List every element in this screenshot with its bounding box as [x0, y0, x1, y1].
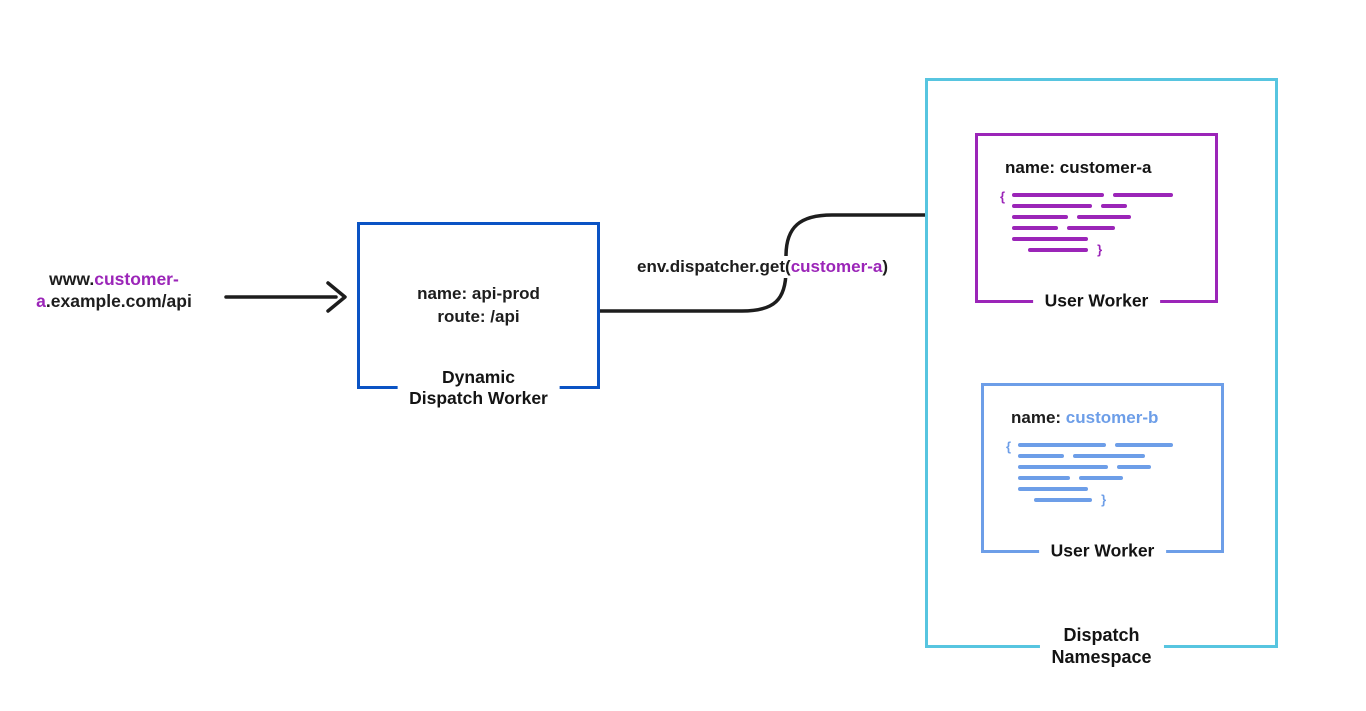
code-snippet: { }	[1000, 189, 1215, 257]
request-url-label: www.customer- a.example.com/api	[8, 268, 220, 312]
code-line-bar	[1077, 215, 1132, 219]
code-line: }	[1034, 492, 1173, 507]
code-line-bar	[1012, 204, 1093, 208]
code-line	[1012, 204, 1173, 208]
code-line	[1012, 237, 1173, 241]
dispatcher-call-label: env.dispatcher.get(customer-a)	[634, 256, 891, 278]
code-snippet: { }	[1006, 439, 1221, 507]
worker-name-prefix: name:	[1011, 408, 1066, 427]
code-line-bar	[1034, 498, 1093, 502]
code-line	[1018, 487, 1173, 491]
user-worker-customer-b: name: customer-b { } User Worker	[981, 383, 1224, 562]
code-line-bar	[1018, 476, 1071, 480]
worker-name-value: customer-b	[1065, 408, 1159, 427]
url-part-highlight: customer-	[94, 269, 179, 289]
code-line-bar	[1018, 465, 1109, 469]
code-line	[1018, 454, 1173, 458]
code-line-bar	[1067, 226, 1116, 230]
call-prefix: env.dispatcher.get(	[637, 257, 791, 276]
code-line-bar	[1012, 226, 1059, 230]
code-line	[1012, 226, 1173, 230]
code-line	[1012, 193, 1174, 197]
code-line-bar	[1117, 465, 1152, 469]
code-line-bar	[1028, 248, 1089, 252]
url-part: .example.com/api	[45, 291, 192, 311]
namespace-caption: Dispatch Namespace	[1039, 623, 1164, 668]
call-suffix: )	[882, 257, 888, 276]
call-arg: customer-a	[790, 257, 883, 276]
dispatch-worker-name: name: api-prod	[417, 284, 540, 303]
brace-close: }	[1097, 242, 1103, 257]
code-line-bar	[1012, 215, 1069, 219]
dynamic-dispatch-worker-node: name: api-prod route: /api Dynamic Dispa…	[357, 222, 600, 410]
code-line-bar	[1079, 476, 1124, 480]
code-lines: }	[1018, 441, 1174, 507]
brace-close: }	[1101, 492, 1107, 507]
worker-name-label: name: customer-b	[1011, 408, 1221, 428]
worker-caption: User Worker	[1032, 290, 1161, 312]
code-line-bar	[1115, 443, 1174, 447]
caption-line: Dynamic	[442, 367, 515, 388]
code-line	[1018, 443, 1174, 447]
dispatch-worker-route: route: /api	[437, 307, 520, 326]
worker-name-label: name: customer-a	[1005, 158, 1152, 177]
caption-line: Dispatch	[1063, 624, 1140, 645]
worker-caption: User Worker	[1038, 540, 1167, 562]
code-line	[1012, 215, 1173, 219]
brace-open: {	[1000, 189, 1006, 204]
code-line	[1018, 476, 1173, 480]
brace-open: {	[1006, 439, 1012, 454]
url-part-highlight: a	[36, 291, 46, 311]
user-worker-customer-a: name: customer-a { } User Worker	[975, 133, 1218, 312]
code-line-bar	[1018, 454, 1065, 458]
code-line-bar	[1113, 193, 1174, 197]
code-line: }	[1028, 242, 1173, 257]
caption-line: Dispatch Worker	[409, 388, 548, 409]
dispatch-namespace-container: name: customer-a { } User Worker name: c…	[925, 78, 1278, 668]
code-line	[1018, 465, 1173, 469]
code-line-bar	[1101, 204, 1128, 208]
url-part: www.	[49, 269, 95, 289]
code-line-bar	[1018, 487, 1089, 491]
code-lines: }	[1012, 191, 1174, 257]
code-line-bar	[1018, 443, 1107, 447]
dispatch-worker-body: name: api-prod route: /api	[360, 225, 597, 386]
code-line-bar	[1012, 237, 1089, 241]
code-line-bar	[1073, 454, 1146, 458]
caption-line: Namespace	[1051, 646, 1152, 667]
request-arrow	[224, 281, 347, 313]
code-line-bar	[1012, 193, 1105, 197]
dispatch-worker-caption: Dynamic Dispatch Worker	[397, 367, 560, 410]
